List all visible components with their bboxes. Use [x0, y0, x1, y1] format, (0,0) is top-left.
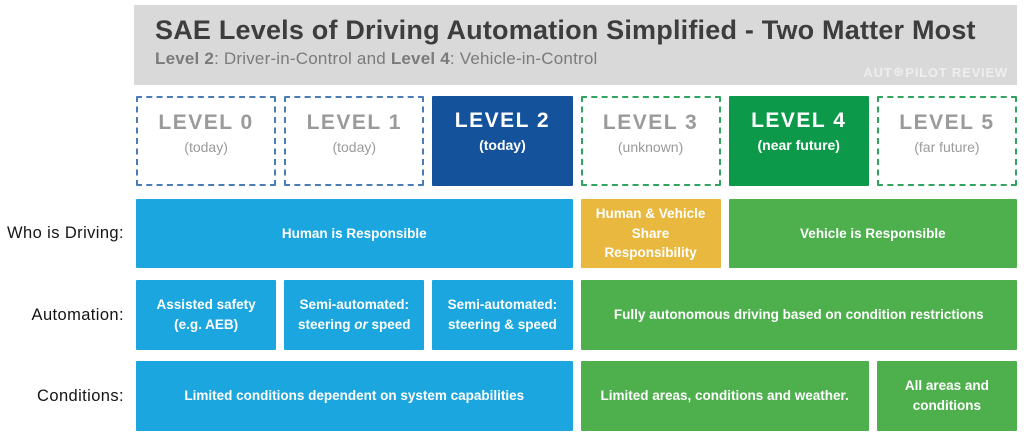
subtitle-mid: : Driver-in-Control and [214, 49, 391, 69]
conditions-box-all-areas: All areas and conditions [876, 361, 1017, 431]
automation-box-assisted-safety: Assisted safety (e.g. AEB) [136, 280, 277, 350]
level-5-subtitle: (far future) [914, 139, 980, 155]
automation-row: Assisted safety (e.g. AEB) Semi-automate… [136, 280, 1017, 350]
level-5-title: LEVEL 5 [899, 111, 995, 134]
page-subtitle: Level 2: Driver-in-Control and Level 4: … [155, 49, 1017, 69]
levels-row: LEVEL 0 (today) LEVEL 1 (today) LEVEL 2 … [136, 96, 1017, 186]
level-4-card: LEVEL 4 (near future) [728, 96, 869, 186]
header: SAE Levels of Driving Automation Simplif… [134, 5, 1017, 85]
semi-or-line1: Semi-automated: [299, 297, 409, 313]
level-4-subtitle: (near future) [757, 137, 840, 153]
automation-box-semi-automated-or-text: Semi-automated: steering or speed [298, 295, 411, 334]
steering-wheel-icon: ⊕ [893, 64, 905, 79]
subtitle-level2-bold: Level 2 [155, 49, 215, 69]
who-is-driving-row: Human is Responsible Human & Vehicle Sha… [136, 199, 1017, 268]
semi-or-italic: or [354, 317, 368, 332]
conditions-box-limited-system: Limited conditions dependent on system c… [136, 361, 573, 431]
level-2-card: LEVEL 2 (today) [432, 96, 573, 186]
semi-or-line2-pre: steering [297, 317, 355, 332]
conditions-row: Limited conditions dependent on system c… [136, 361, 1017, 431]
who-box-vehicle-responsible: Vehicle is Responsible [728, 199, 1017, 268]
logo-text-post: PILOT REVIEW [905, 64, 1008, 80]
logo-text-pre: AUT [863, 64, 893, 80]
automation-box-fully-autonomous: Fully autonomous driving based on condit… [580, 280, 1017, 350]
level-2-title: LEVEL 2 [454, 109, 551, 132]
row-label-who-is-driving: Who is Driving: [7, 224, 124, 242]
level-0-card: LEVEL 0 (today) [136, 96, 277, 186]
level-2-subtitle: (today) [479, 137, 526, 153]
level-3-subtitle: (unknown) [617, 139, 684, 155]
semi-or-line2-post: speed [367, 317, 411, 332]
level-1-title: LEVEL 1 [306, 111, 402, 134]
subtitle-end: : Vehicle-in-Control [449, 49, 598, 69]
level-3-card: LEVEL 3 (unknown) [580, 96, 721, 186]
who-box-human-responsible: Human is Responsible [136, 199, 573, 268]
level-1-card: LEVEL 1 (today) [284, 96, 425, 186]
level-4-title: LEVEL 4 [751, 109, 847, 132]
page-title: SAE Levels of Driving Automation Simplif… [155, 15, 976, 45]
automation-box-semi-automated-or: Semi-automated: steering or speed [284, 280, 425, 350]
level-0-subtitle: (today) [184, 139, 228, 155]
level-1-subtitle: (today) [332, 139, 377, 155]
automation-box-semi-automated-and: Semi-automated: steering & speed [432, 280, 573, 350]
subtitle-level4-bold: Level 4 [390, 49, 450, 69]
level-0-title: LEVEL 0 [158, 111, 254, 134]
row-label-conditions: Conditions: [37, 386, 124, 405]
level-3-title: LEVEL 3 [602, 111, 699, 134]
row-label-automation: Automation: [31, 305, 124, 324]
level-5-card: LEVEL 5 (far future) [876, 96, 1017, 186]
conditions-box-limited-areas: Limited areas, conditions and weather. [580, 361, 869, 431]
who-box-shared-responsibility: Human & Vehicle Share Responsibility [580, 199, 721, 268]
autopilot-review-logo: AUT⊕PILOT REVIEW [863, 64, 1008, 80]
